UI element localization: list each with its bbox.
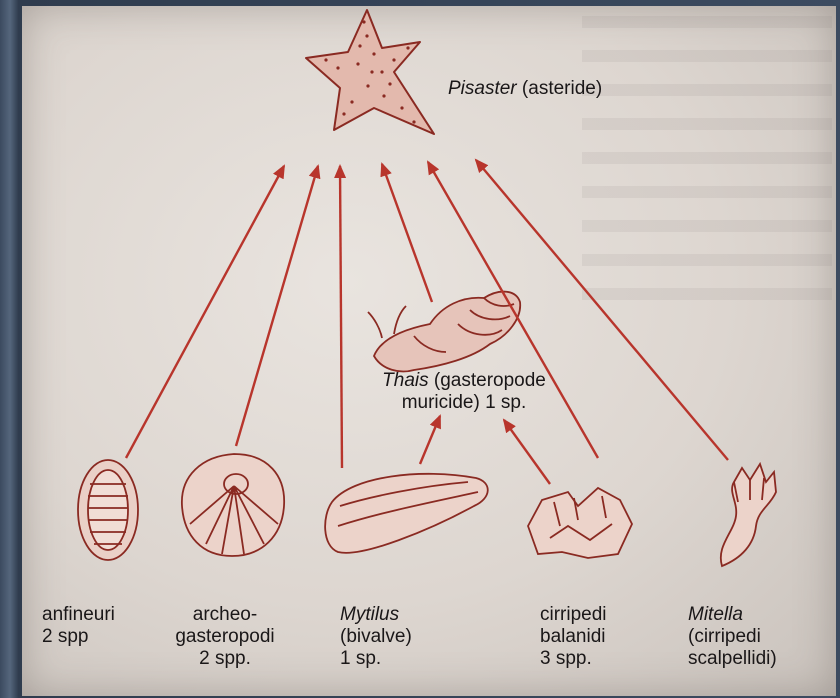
arrow-archeogasteropodi-to-pisaster xyxy=(236,166,318,446)
thais-genus: Thais xyxy=(382,370,428,391)
gooseneck-barnacle-illustration xyxy=(721,464,776,566)
snail-illustration xyxy=(368,292,520,372)
pisaster-genus: Pisaster xyxy=(448,78,517,99)
prey-label-anfineuri: anfineuri 2 spp xyxy=(42,604,115,648)
arrow-mytilus-to-pisaster xyxy=(340,166,342,468)
pisaster-label: Pisaster (asteride) xyxy=(448,78,602,100)
limpet-illustration xyxy=(182,454,284,556)
arrow-anfineuri-to-pisaster xyxy=(126,166,284,458)
arrow-thais-to-pisaster xyxy=(382,164,432,302)
starfish-illustration xyxy=(306,10,434,134)
arrow-mytilus-to-thais xyxy=(420,416,440,464)
food-web-diagram xyxy=(22,6,836,696)
prey-label-balanidi: cirripedi balanidi 3 spp. xyxy=(540,604,607,670)
prey-archeo-line3: 2 spp. xyxy=(160,648,290,670)
prey-balanidi-line2: balanidi xyxy=(540,626,607,648)
prey-mitella-line3: scalpellidi) xyxy=(688,648,777,670)
prey-label-mitella: Mitella (cirripedi scalpellidi) xyxy=(688,604,777,670)
prey-mytilus-line2: (bivalve) xyxy=(340,626,412,648)
arrow-balanidi-to-thais xyxy=(504,420,550,484)
prey-mitella-line2: (cirripedi xyxy=(688,626,777,648)
thais-label: Thais (gasteropode muricide) 1 sp. xyxy=(354,370,574,414)
prey-label-mytilus: Mytilus (bivalve) 1 sp. xyxy=(340,604,412,670)
chiton-illustration xyxy=(78,460,138,560)
prey-mytilus-line1: Mytilus xyxy=(340,604,412,626)
prey-anfineuri-line1: anfineuri xyxy=(42,604,115,626)
prey-archeo-line2: gasteropodi xyxy=(160,626,290,648)
mussel-illustration xyxy=(325,474,488,553)
prey-label-archeogasteropodi: archeo- gasteropodi 2 spp. xyxy=(160,604,290,670)
prey-balanidi-line3: 3 spp. xyxy=(540,648,607,670)
thais-desc-line2: muricide) 1 sp. xyxy=(354,392,574,414)
book-page: Pisaster (asteride) Thais (gasteropode m… xyxy=(22,6,836,696)
barnacle-illustration xyxy=(528,488,632,558)
prey-balanidi-line1: cirripedi xyxy=(540,604,607,626)
prey-anfineuri-line2: 2 spp xyxy=(42,626,115,648)
thais-desc-line1: (gasteropode xyxy=(429,370,546,391)
prey-mytilus-line3: 1 sp. xyxy=(340,648,412,670)
prey-archeo-line1: archeo- xyxy=(160,604,290,626)
prey-mitella-line1: Mitella xyxy=(688,604,777,626)
pisaster-desc: (asteride) xyxy=(517,78,603,99)
feeding-arrows xyxy=(126,160,728,484)
